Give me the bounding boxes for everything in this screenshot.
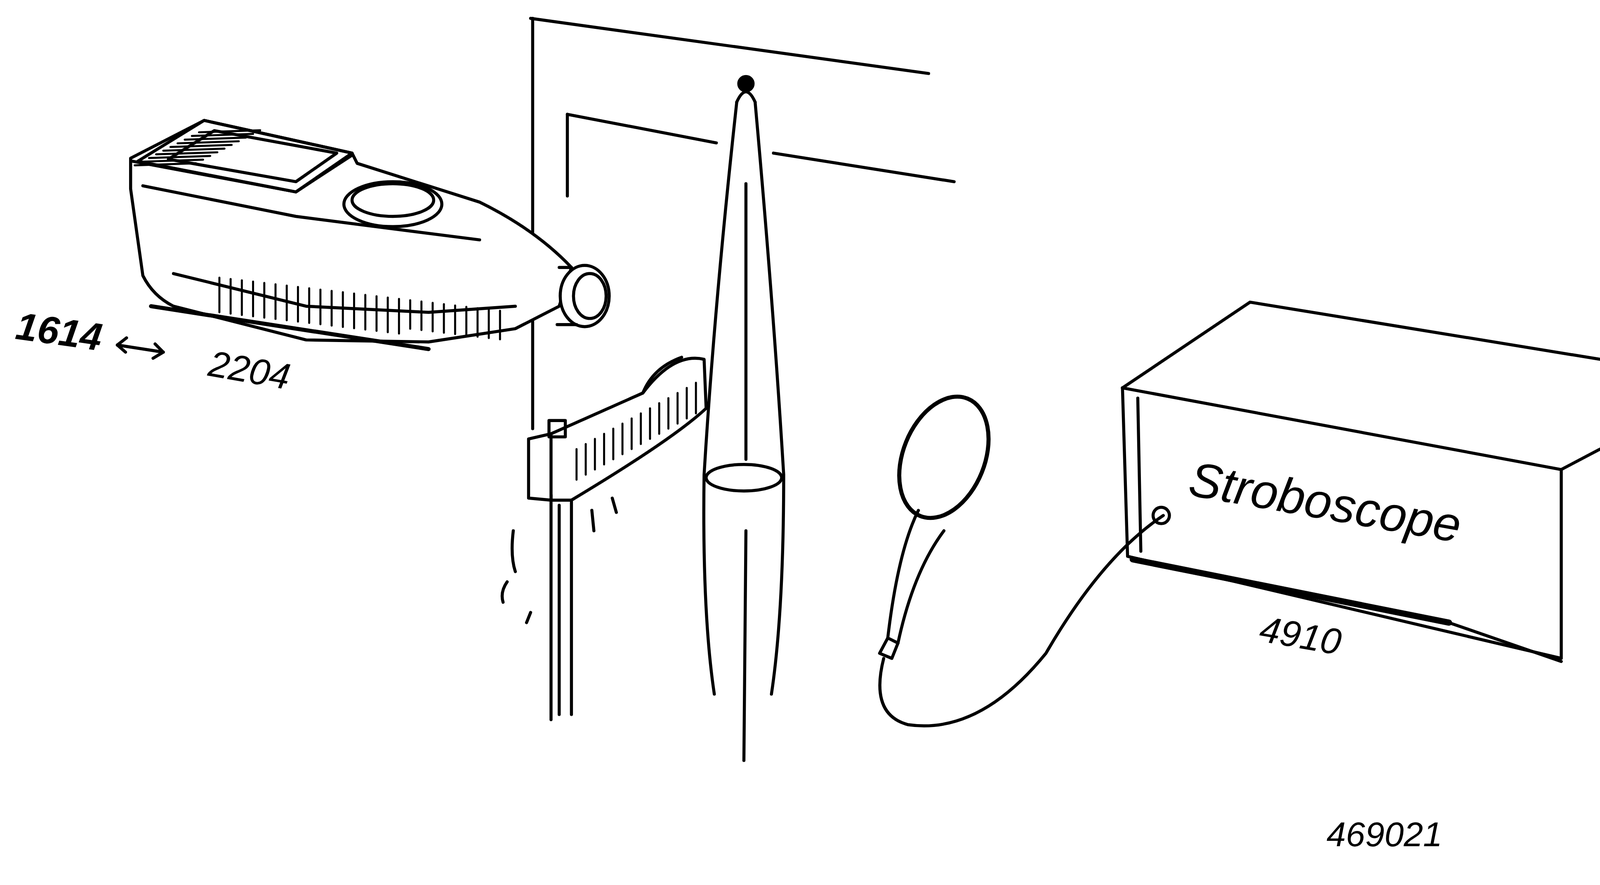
hatch-line <box>454 305 457 334</box>
hatch-line <box>695 382 698 414</box>
frame <box>530 18 955 429</box>
hatch-line <box>630 418 633 449</box>
figure-number: 469021 <box>1326 816 1443 851</box>
double-arrow <box>117 337 163 359</box>
hatch-line <box>134 163 196 166</box>
vibrating-rod <box>703 76 784 761</box>
hatch-line <box>177 141 239 144</box>
hatch-line <box>386 297 389 333</box>
hatch-line <box>593 438 597 470</box>
hatch-line <box>263 282 266 318</box>
hatch-line <box>156 152 218 155</box>
part-number: 4910 <box>1257 610 1345 661</box>
hatch-line <box>648 408 651 439</box>
hatching <box>134 130 501 340</box>
hatch-line <box>308 288 311 323</box>
hatch-line <box>398 298 401 334</box>
hatch-line <box>621 423 624 455</box>
hatch-line <box>240 280 243 315</box>
hatch-line <box>476 308 479 337</box>
hatch-line <box>364 294 367 330</box>
hatch-line <box>170 144 232 147</box>
hatch-line <box>487 309 491 338</box>
hatch-line <box>584 443 587 475</box>
part-number: 2204 <box>205 345 293 396</box>
hatch-line <box>420 301 423 330</box>
hatch-line <box>229 278 232 314</box>
hatch-line <box>409 300 412 329</box>
hatch-line <box>375 296 378 331</box>
hatch-line <box>575 449 578 480</box>
hatch-line <box>198 130 260 133</box>
hatch-line <box>658 402 661 434</box>
hatch-line <box>218 277 221 313</box>
hatch-line <box>685 387 688 419</box>
hatch-line <box>431 302 434 332</box>
hatch-line <box>667 398 670 429</box>
hatch-line <box>341 292 345 327</box>
hatch-line <box>330 290 333 326</box>
strobe-lamp <box>879 383 1170 726</box>
hatching <box>576 382 696 480</box>
hatch-line <box>252 281 255 317</box>
stroboscope-box <box>1122 301 1600 662</box>
hatch-line <box>603 433 606 465</box>
hatch-line <box>274 284 277 319</box>
hatch-line <box>285 285 288 321</box>
hatch-line <box>465 306 468 336</box>
hatch-line <box>184 137 246 140</box>
hatch-line <box>499 310 502 340</box>
hatch-line <box>443 303 446 333</box>
sound-level-meter <box>130 120 610 349</box>
hatch-line <box>353 293 356 329</box>
hatch-line <box>191 134 253 137</box>
hatch-line <box>612 428 615 460</box>
clamp <box>501 357 707 720</box>
hatch-line <box>296 286 300 322</box>
hatch-line <box>141 159 203 162</box>
device-name: Stroboscope <box>1178 449 1477 557</box>
part-number: 1614 <box>13 306 105 357</box>
hatch-line <box>163 148 225 151</box>
hatch-line <box>148 155 210 158</box>
hatch-line <box>639 413 642 444</box>
device-panel: Stroboscope <box>1178 449 1477 557</box>
hatch-line <box>319 289 322 325</box>
hatch-line <box>676 392 679 424</box>
